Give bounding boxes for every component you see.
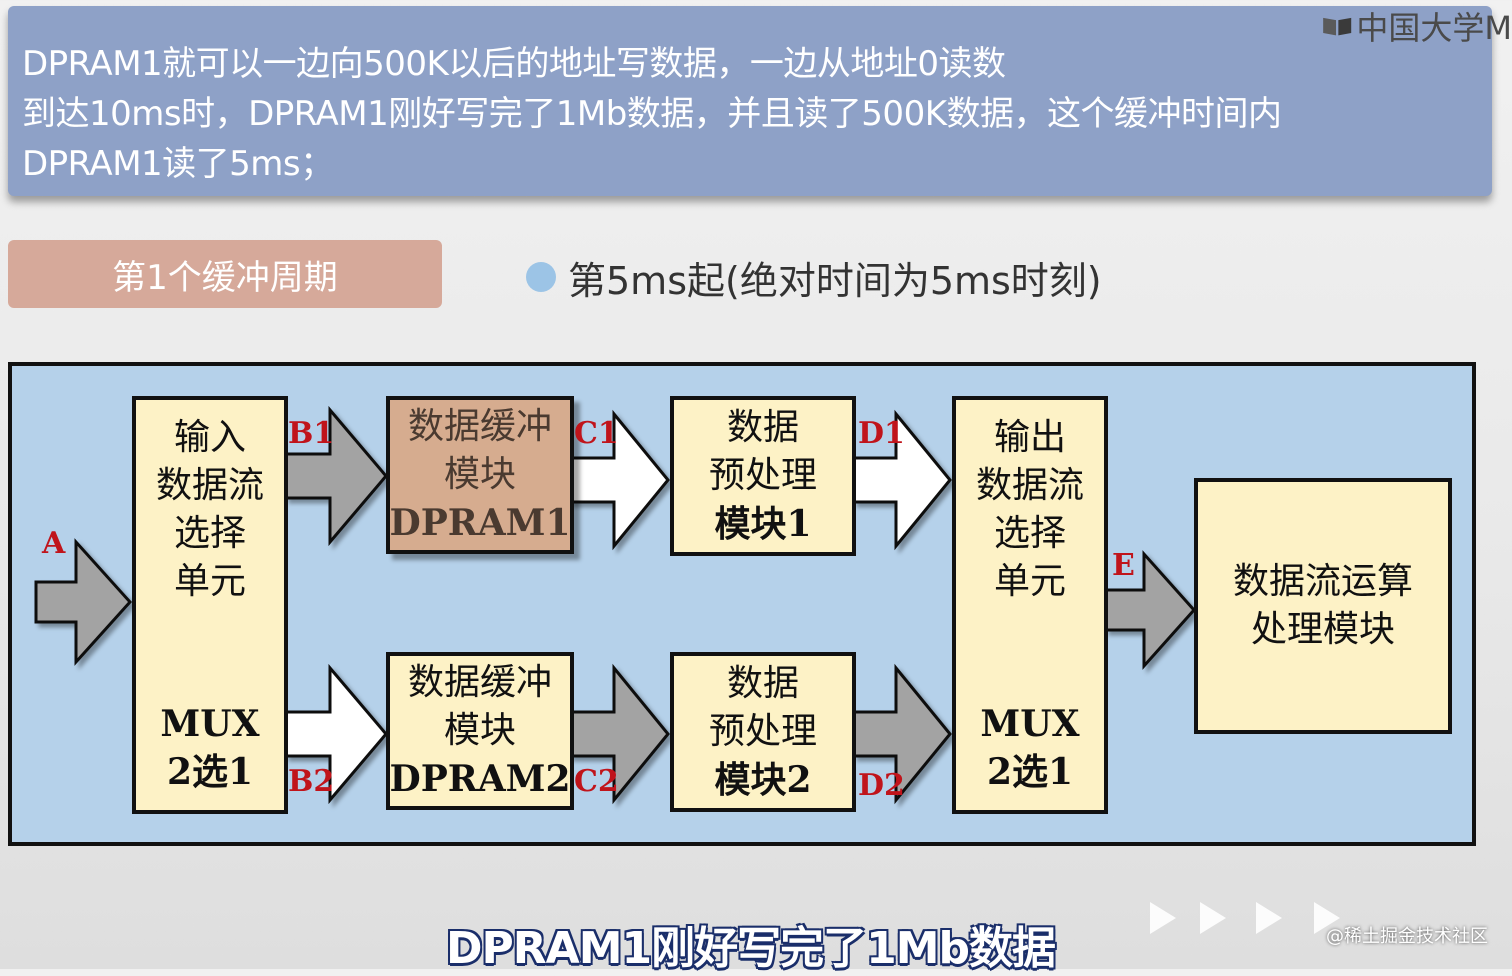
book-icon <box>1323 17 1352 36</box>
flow-arrows <box>34 405 1197 805</box>
label-c2: C2 <box>574 764 619 799</box>
banner-line-2: 到达10ms时，DPRAM1刚好写完了1Mb数据，并且读了500K数据，这个缓冲… <box>22 94 1282 134</box>
preprocess2-line-1: 数据 <box>726 663 799 704</box>
text-banner: DPRAM1就可以一边向500K以后的地址写数据，一边从地址0读数 到达10ms… <box>8 6 1492 196</box>
output-mux-line-4: 单元 <box>993 561 1066 602</box>
label-e: E <box>1112 548 1135 583</box>
input-mux-select: 2选1 <box>166 751 254 793</box>
dpram1-name: DPRAM1 <box>389 502 571 544</box>
watermark: @稀土掘金技术社区 <box>1326 926 1488 947</box>
preprocess1-line-1: 数据 <box>726 407 799 448</box>
arrow-d2 <box>852 663 952 805</box>
output-mux-line-2: 数据流 <box>975 465 1084 506</box>
input-mux-line-1: 输入 <box>173 417 246 458</box>
compute-box: 数据流运算 处理模块 <box>1194 478 1452 734</box>
dpram1-box: 数据缓冲 模块 DPRAM1 <box>386 396 574 554</box>
banner-line-3: DPRAM1读了5ms； <box>22 144 334 184</box>
dpram2-line-2: 模块 <box>443 710 516 751</box>
compute-line-1: 数据流运算 <box>1232 561 1413 602</box>
preprocess2-box: 数据 预处理 模块2 <box>670 652 856 812</box>
bullet-dot-icon <box>526 262 556 292</box>
preprocess1-line-2: 预处理 <box>708 455 817 496</box>
dpram2-name: DPRAM2 <box>389 758 571 800</box>
arrow-d1 <box>852 409 952 551</box>
preprocess1-name: 模块1 <box>714 503 812 545</box>
banner-line-1: DPRAM1就可以一边向500K以后的地址写数据，一边从地址0读数 <box>22 44 1006 84</box>
label-a: A <box>42 526 66 561</box>
preprocess1-box: 数据 预处理 模块1 <box>670 396 856 556</box>
arrow-c2 <box>568 663 670 805</box>
block-diagram: 输入 数据流 选择 单元 MUX 2选1 数据缓冲 模块 DPRAM1 数据缓冲… <box>8 362 1476 846</box>
arrow-a <box>34 538 133 666</box>
arrow-b2 <box>284 663 388 805</box>
output-mux-line-3: 选择 <box>993 513 1066 554</box>
period-tag: 第1个缓冲周期 <box>8 240 442 308</box>
decorative-play-arrows <box>1150 902 1340 934</box>
output-mux-box: 输出 数据流 选择 单元 MUX 2选1 <box>952 396 1108 814</box>
label-c1: C1 <box>574 416 619 451</box>
preprocess2-line-2: 预处理 <box>708 711 817 752</box>
dpram1-line-2: 模块 <box>443 454 516 495</box>
video-subtitle: DPRAM1刚好写完了1Mb数据 <box>446 923 1056 974</box>
input-mux-line-4: 单元 <box>173 561 246 602</box>
dpram2-line-1: 数据缓冲 <box>407 662 552 703</box>
input-mux-line-2: 数据流 <box>155 465 264 506</box>
label-d2: D2 <box>858 768 905 803</box>
label-b2: B2 <box>288 764 335 799</box>
label-d1: D1 <box>858 416 905 451</box>
label-b1: B1 <box>288 416 335 451</box>
output-mux-line-1: 输出 <box>993 417 1066 458</box>
arrow-c1 <box>568 409 670 551</box>
mooc-logo: 中国大学M <box>1322 6 1512 46</box>
input-mux-box: 输入 数据流 选择 单元 MUX 2选1 <box>132 396 288 814</box>
dpram1-line-1: 数据缓冲 <box>407 406 552 447</box>
logo-text: 中国大学M <box>1356 9 1512 46</box>
input-mux-line-3: 选择 <box>173 513 246 554</box>
arrow-b1 <box>284 405 388 547</box>
bullet-text: 第5ms起(绝对时间为5ms时刻) <box>568 259 1102 303</box>
arrow-e <box>1104 550 1197 670</box>
output-mux-select: 2选1 <box>986 751 1074 793</box>
dpram2-box: 数据缓冲 模块 DPRAM2 <box>386 652 574 810</box>
preprocess2-name: 模块2 <box>714 759 812 801</box>
output-mux-label: MUX <box>980 703 1080 745</box>
compute-line-2: 处理模块 <box>1250 609 1395 650</box>
input-mux-label: MUX <box>160 703 260 745</box>
